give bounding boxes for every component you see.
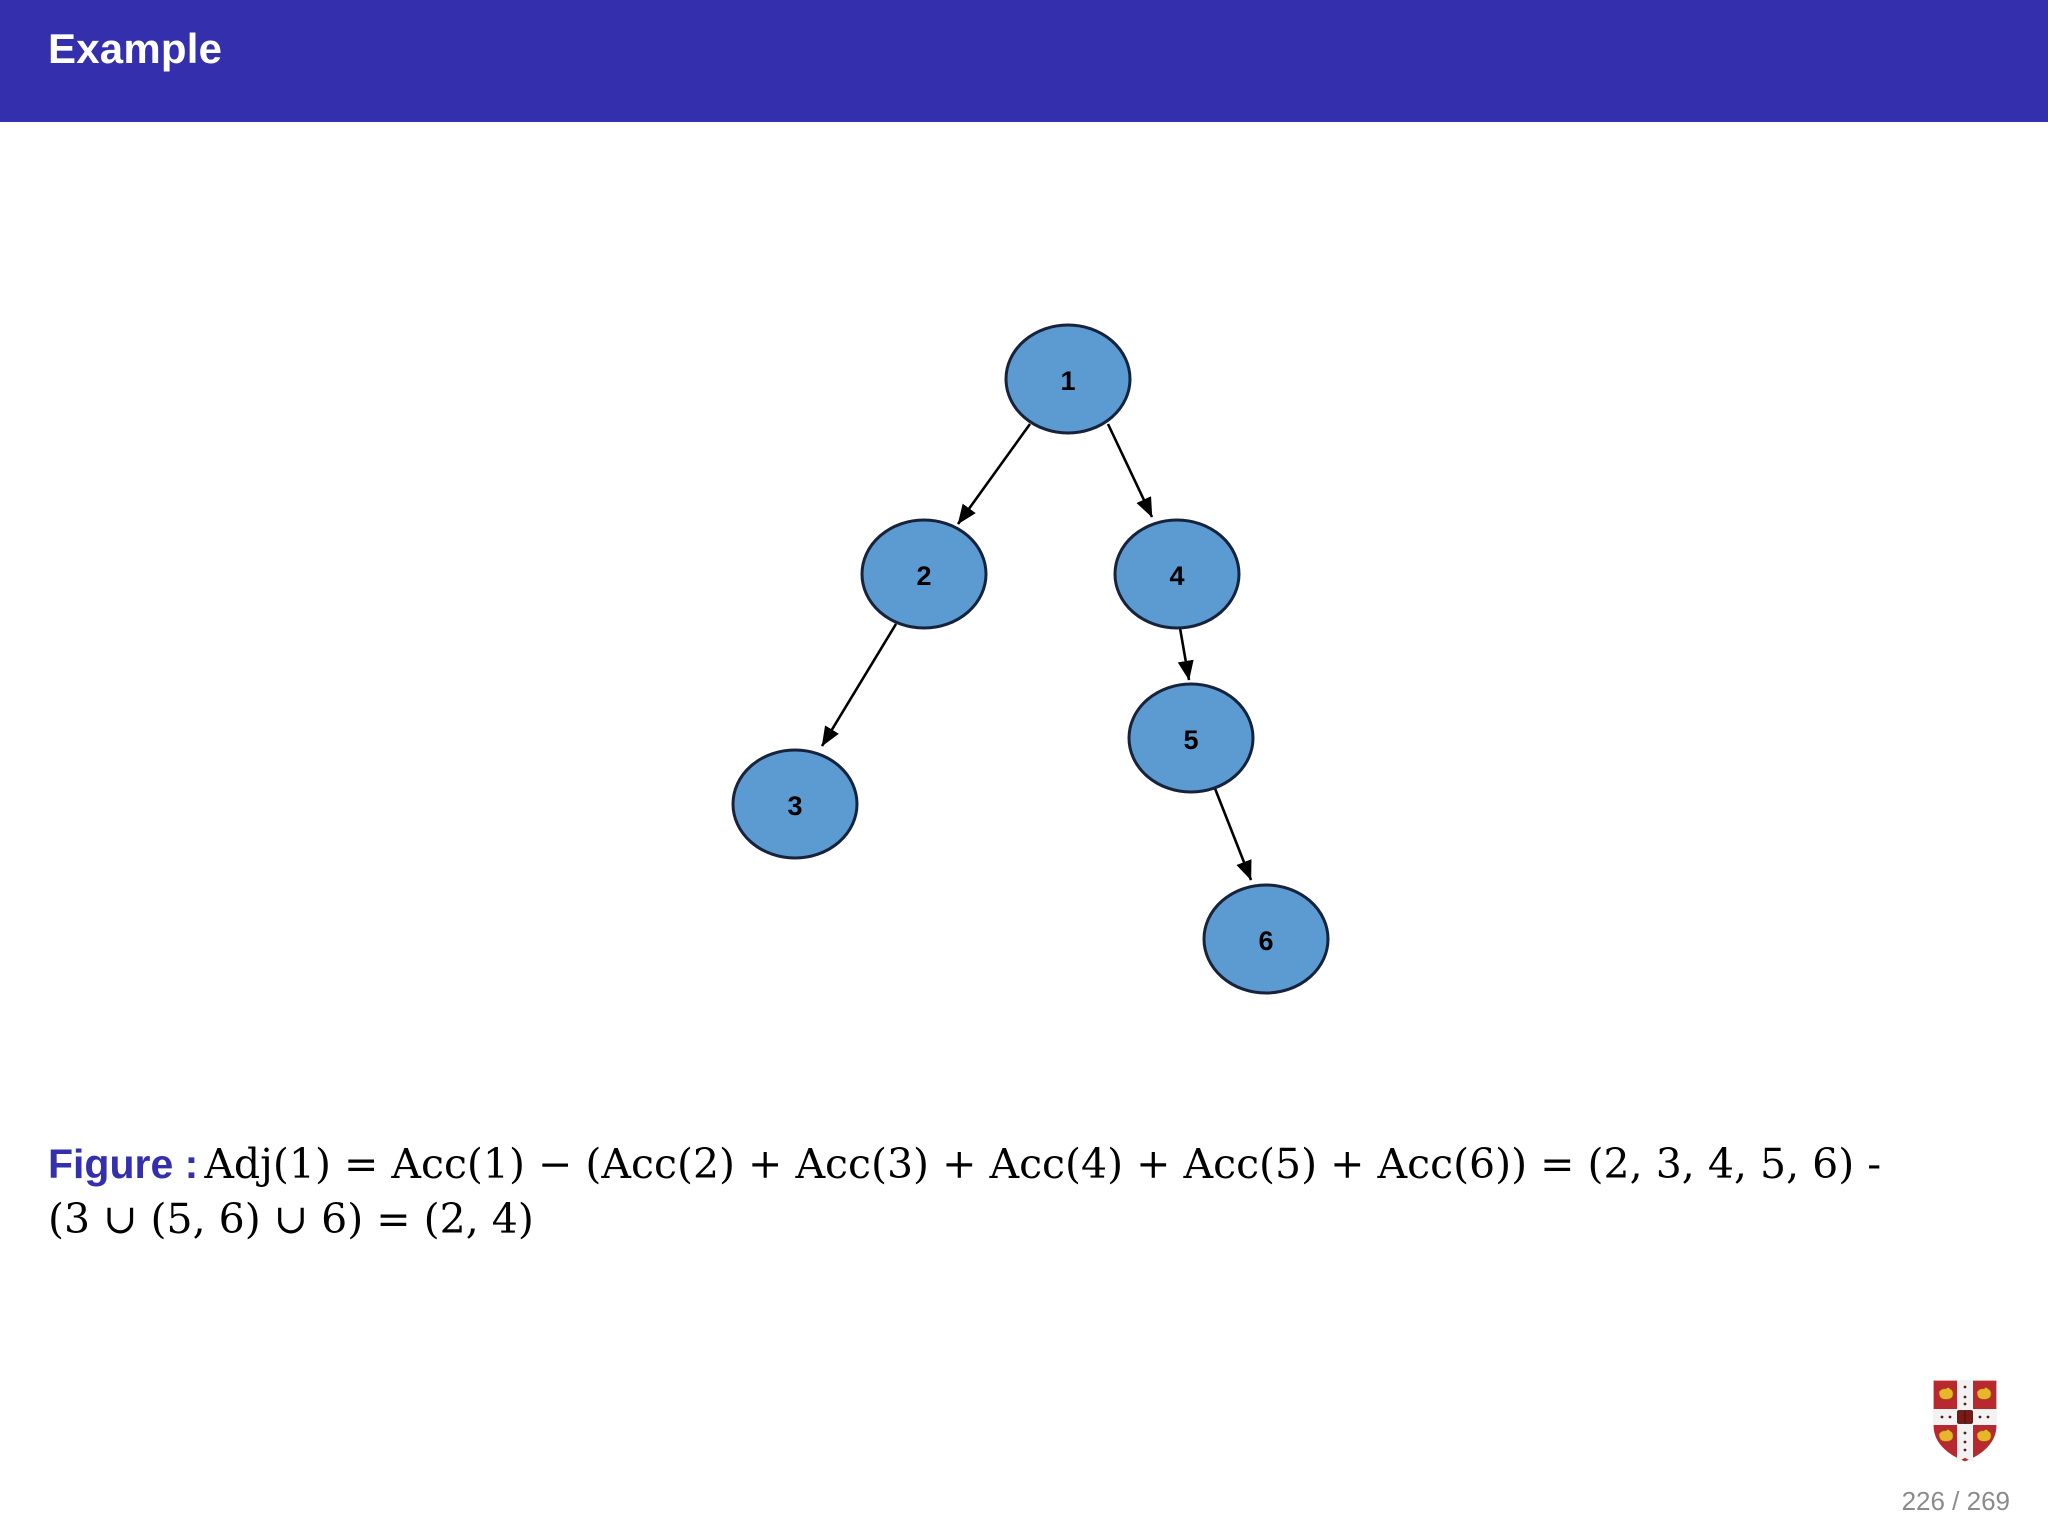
graph-node-1[interactable]: 1 <box>1004 323 1132 435</box>
edge-2-3 <box>820 623 898 747</box>
node-circle-6[interactable] <box>1202 883 1330 995</box>
node-label-2: 2 <box>916 561 931 591</box>
graph-edges <box>820 423 1253 881</box>
node-label-4: 4 <box>1169 561 1184 591</box>
figure-caption-line-2: (3 ∪ (5, 6) ∪ 6) = (2, 4) <box>48 1195 534 1244</box>
page-title: Example <box>48 25 223 72</box>
university-crest-icon <box>1932 1379 1998 1463</box>
edge-1-2 <box>956 423 1032 525</box>
figure-caption-line-1: Adj(1) = Acc(1) − (Acc(2) + Acc(3) + Acc… <box>204 1140 1882 1188</box>
figure-caption-label: Figure : <box>48 1141 199 1187</box>
node-label-3: 3 <box>787 791 802 821</box>
node-label-1: 1 <box>1060 366 1075 396</box>
node-circle-5[interactable] <box>1127 682 1255 794</box>
page-number: 226 / 269 <box>1901 1486 2010 1516</box>
node-circle-1[interactable] <box>1004 323 1132 435</box>
node-circle-4[interactable] <box>1113 518 1241 630</box>
graph-node-3[interactable]: 3 <box>731 748 859 860</box>
node-label-6: 6 <box>1258 926 1273 956</box>
node-label-5: 5 <box>1183 725 1198 755</box>
graph-node-5[interactable]: 5 <box>1127 682 1255 794</box>
graph-node-4[interactable]: 4 <box>1113 518 1241 630</box>
slide-header-bar: Example <box>0 0 2048 122</box>
edge-4-5 <box>1177 627 1194 681</box>
graph-node-2[interactable]: 2 <box>860 518 988 630</box>
figure-caption: Figure :Adj(1) = Acc(1) − (Acc(2) + Acc(… <box>48 1137 1998 1248</box>
edge-1-4 <box>1106 423 1154 518</box>
graph-node-6[interactable]: 6 <box>1202 883 1330 995</box>
slide-body: 1 2 4 3 5 6 Figure <box>0 122 2048 1536</box>
edge-5-6 <box>1212 785 1253 881</box>
node-circle-3[interactable] <box>731 748 859 860</box>
node-circle-2[interactable] <box>860 518 988 630</box>
figure-graph-area: 1 2 4 3 5 6 <box>0 302 2048 1102</box>
directed-graph: 1 2 4 3 5 6 <box>731 323 1330 995</box>
